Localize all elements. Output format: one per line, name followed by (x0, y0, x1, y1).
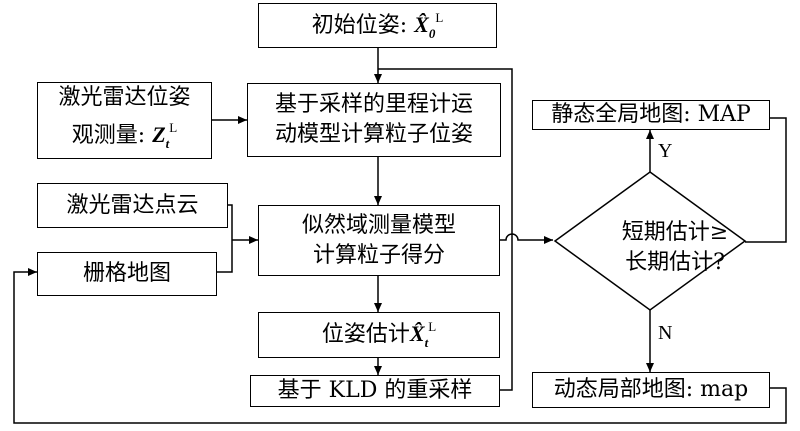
decision-line2: 长期估计? (625, 250, 725, 275)
pose-estimate-symbol: X̂tL (409, 319, 437, 350)
edge-dynamic-to-grid (13, 268, 787, 424)
pose-estimate-box: 位姿估计X̂tL (258, 312, 500, 358)
odometry-motion-model-box: 基于采样的里程计运 动模型计算粒子位姿 (247, 83, 501, 157)
lidar-pose-observation-symbol: ZtL (152, 119, 178, 151)
decision-text: 短期估计≥ 长期估计? (605, 218, 745, 278)
lidar-pose-observation-line2: 观测量: (71, 122, 153, 148)
edge-static-loop (745, 117, 787, 243)
decision-line1: 短期估计≥ (621, 220, 729, 245)
lidar-pose-observation-line1: 激光雷达位姿 (58, 84, 191, 110)
initial-pose-box: 初始位姿: X̂0L (258, 3, 497, 48)
initial-pose-symbol: X̂0L (414, 9, 444, 41)
kld-resampling-box: 基于 KLD 的重采样 (250, 375, 500, 407)
likelihood-model-line2: 计算粒子得分 (312, 242, 445, 268)
dynamic-local-map-box: 动态局部地图: map (532, 372, 770, 408)
decision-diamond (553, 171, 747, 311)
edge-inputs-merge (217, 204, 233, 273)
initial-pose-label: 初始位姿: (311, 12, 415, 38)
edge-resampling-loop (378, 68, 513, 391)
motion-model-line2: 动模型计算粒子位姿 (274, 122, 473, 147)
yes-edge-label: Y (658, 140, 673, 162)
pose-estimate-label: 位姿估计 (321, 322, 410, 347)
likelihood-model-line1: 似然域测量模型 (301, 212, 456, 238)
grid-map-box: 栅格地图 (37, 252, 217, 296)
lidar-point-cloud-box: 激光雷达点云 (37, 183, 228, 228)
lidar-point-cloud-label: 激光雷达点云 (66, 192, 199, 218)
kld-resampling-label: 基于 KLD 的重采样 (277, 378, 473, 403)
no-edge-label: N (658, 322, 673, 344)
static-map-label: 静态全局地图: MAP (551, 102, 751, 127)
likelihood-field-model-box: 似然域测量模型 计算粒子得分 (258, 205, 500, 276)
grid-map-label: 栅格地图 (82, 261, 171, 286)
dynamic-map-label: 动态局部地图: map (553, 377, 749, 402)
lidar-pose-observation-box: 激光雷达位姿 观测量: ZtL (37, 82, 212, 159)
motion-model-line1: 基于采样的里程计运 (274, 92, 473, 117)
static-global-map-box: 静态全局地图: MAP (532, 100, 770, 130)
edge-likelihood-to-decision (500, 233, 553, 244)
